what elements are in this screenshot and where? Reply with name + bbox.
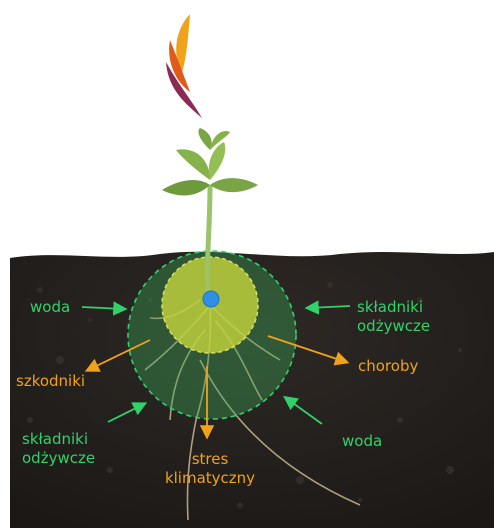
label-stres-line1: stres (150, 450, 270, 469)
label-woda-left: woda (30, 298, 70, 317)
label-choroby: choroby (358, 357, 418, 376)
flame-logo-icon (166, 14, 202, 118)
label-skladniki-left-line1: składniki (22, 430, 95, 449)
label-woda-right: woda (342, 432, 382, 451)
seed-icon (203, 291, 219, 307)
label-skladniki-right: składniki odżywcze (357, 298, 430, 336)
label-skladniki-left: składniki odżywcze (22, 430, 95, 468)
label-stres: stres klimatyczny (150, 450, 270, 488)
label-stres-line2: klimatyczny (150, 469, 270, 488)
label-skladniki-left-line2: odżywcze (22, 449, 95, 468)
label-skladniki-right-line1: składniki (357, 298, 430, 317)
label-szkodniki: szkodniki (16, 372, 85, 391)
label-skladniki-right-line2: odżywcze (357, 317, 430, 336)
